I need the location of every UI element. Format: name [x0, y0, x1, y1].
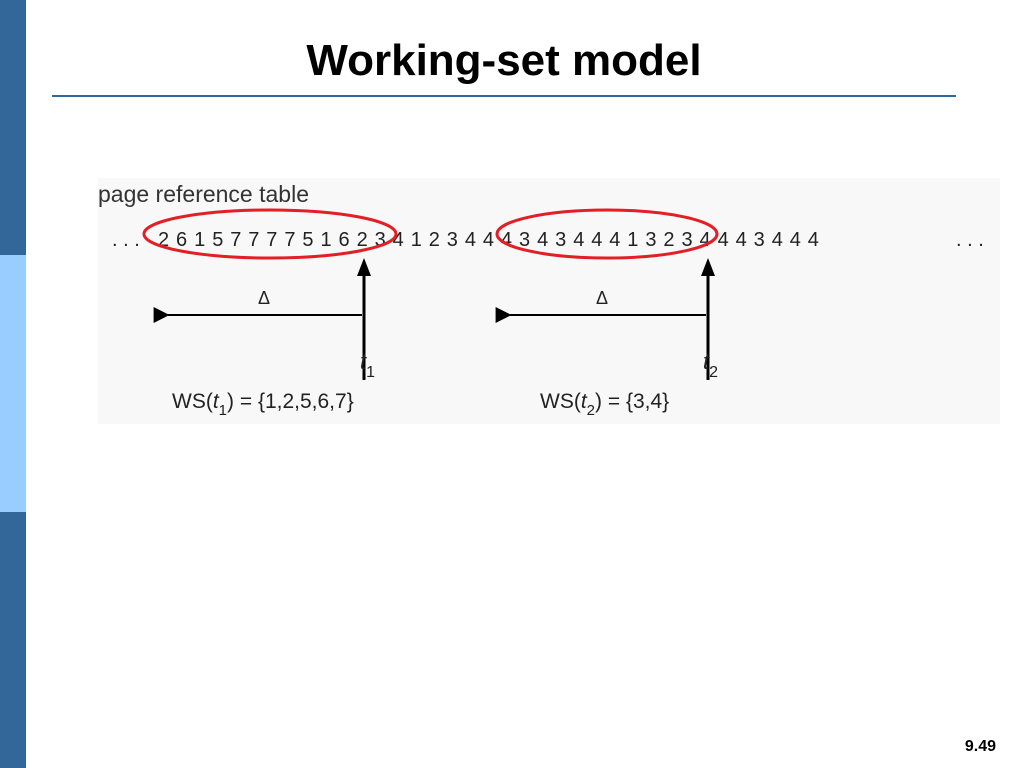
page-reference-6: 7: [248, 229, 259, 251]
page-reference-24: 4: [573, 229, 584, 251]
window-1-highlight: [142, 208, 398, 260]
page-reference-25: 4: [591, 229, 602, 251]
delta-label-2: Δ: [596, 288, 608, 308]
time-label-2: t2: [703, 349, 718, 381]
page-reference-21: 3: [519, 229, 530, 251]
page-reference-2: 6: [176, 229, 187, 251]
page-reference-4: 5: [212, 229, 223, 251]
page-reference-26: 4: [609, 229, 620, 251]
page-reference-3: 1: [194, 229, 205, 251]
sidebar-bottom-block: [0, 512, 26, 768]
page-reference-30: 3: [682, 229, 693, 251]
page-reference-13: 3: [375, 229, 386, 251]
title-divider: [52, 95, 956, 97]
leading-ellipsis: . . .: [112, 229, 140, 251]
page-reference-14: 4: [393, 229, 404, 251]
page-reference-5: 7: [230, 229, 241, 251]
slide-page-number: 9.49: [964, 738, 996, 755]
working-set-1: WS(t1) = {1,2,5,6,7}: [172, 390, 354, 419]
page-reference-32: 4: [718, 229, 729, 251]
page-reference-18: 4: [465, 229, 476, 251]
time-marker-2-arrowhead: [701, 258, 715, 276]
page-reference-7: 7: [266, 229, 277, 251]
sidebar-middle-block: [0, 255, 26, 512]
page-reference-17: 3: [447, 229, 458, 251]
page-reference-9: 5: [302, 229, 313, 251]
page-reference-31: 4: [700, 229, 711, 251]
page-reference-36: 4: [790, 229, 801, 251]
page-reference-22: 4: [537, 229, 548, 251]
page-reference-10: 1: [321, 229, 332, 251]
slide-title: Working-set model: [306, 36, 702, 85]
working-set-2: WS(t2) = {3,4}: [540, 390, 669, 419]
page-reference-23: 3: [555, 229, 566, 251]
window-2-highlight: [495, 208, 719, 260]
page-reference-1: 2: [158, 229, 169, 251]
time-label-1: t1: [360, 349, 375, 381]
page-reference-11: 6: [339, 229, 350, 251]
delta-label-1: Δ: [258, 288, 270, 308]
page-reference-28: 3: [645, 229, 656, 251]
page-reference-19: 4: [483, 229, 494, 251]
page-reference-table-caption: page reference table: [98, 181, 309, 207]
window-1-annotation: Δ t1 WS(t1) = {1,2,5,6,7}: [153, 258, 375, 419]
page-reference-20: 4: [501, 229, 512, 251]
page-reference-34: 3: [754, 229, 765, 251]
page-reference-12: 2: [357, 229, 368, 251]
sidebar-top-block: [0, 0, 26, 255]
time-marker-1-arrowhead: [357, 258, 371, 276]
page-reference-29: 2: [663, 229, 674, 251]
trailing-ellipsis: . . .: [956, 229, 984, 251]
window-2-annotation: Δ t2 WS(t2) = {3,4}: [495, 258, 718, 419]
page-reference-33: 4: [736, 229, 747, 251]
page-reference-8: 7: [284, 229, 295, 251]
page-reference-15: 1: [411, 229, 422, 251]
page-reference-27: 1: [627, 229, 638, 251]
page-reference-37: 4: [808, 229, 819, 251]
page-reference-16: 2: [429, 229, 440, 251]
page-reference-35: 4: [772, 229, 783, 251]
